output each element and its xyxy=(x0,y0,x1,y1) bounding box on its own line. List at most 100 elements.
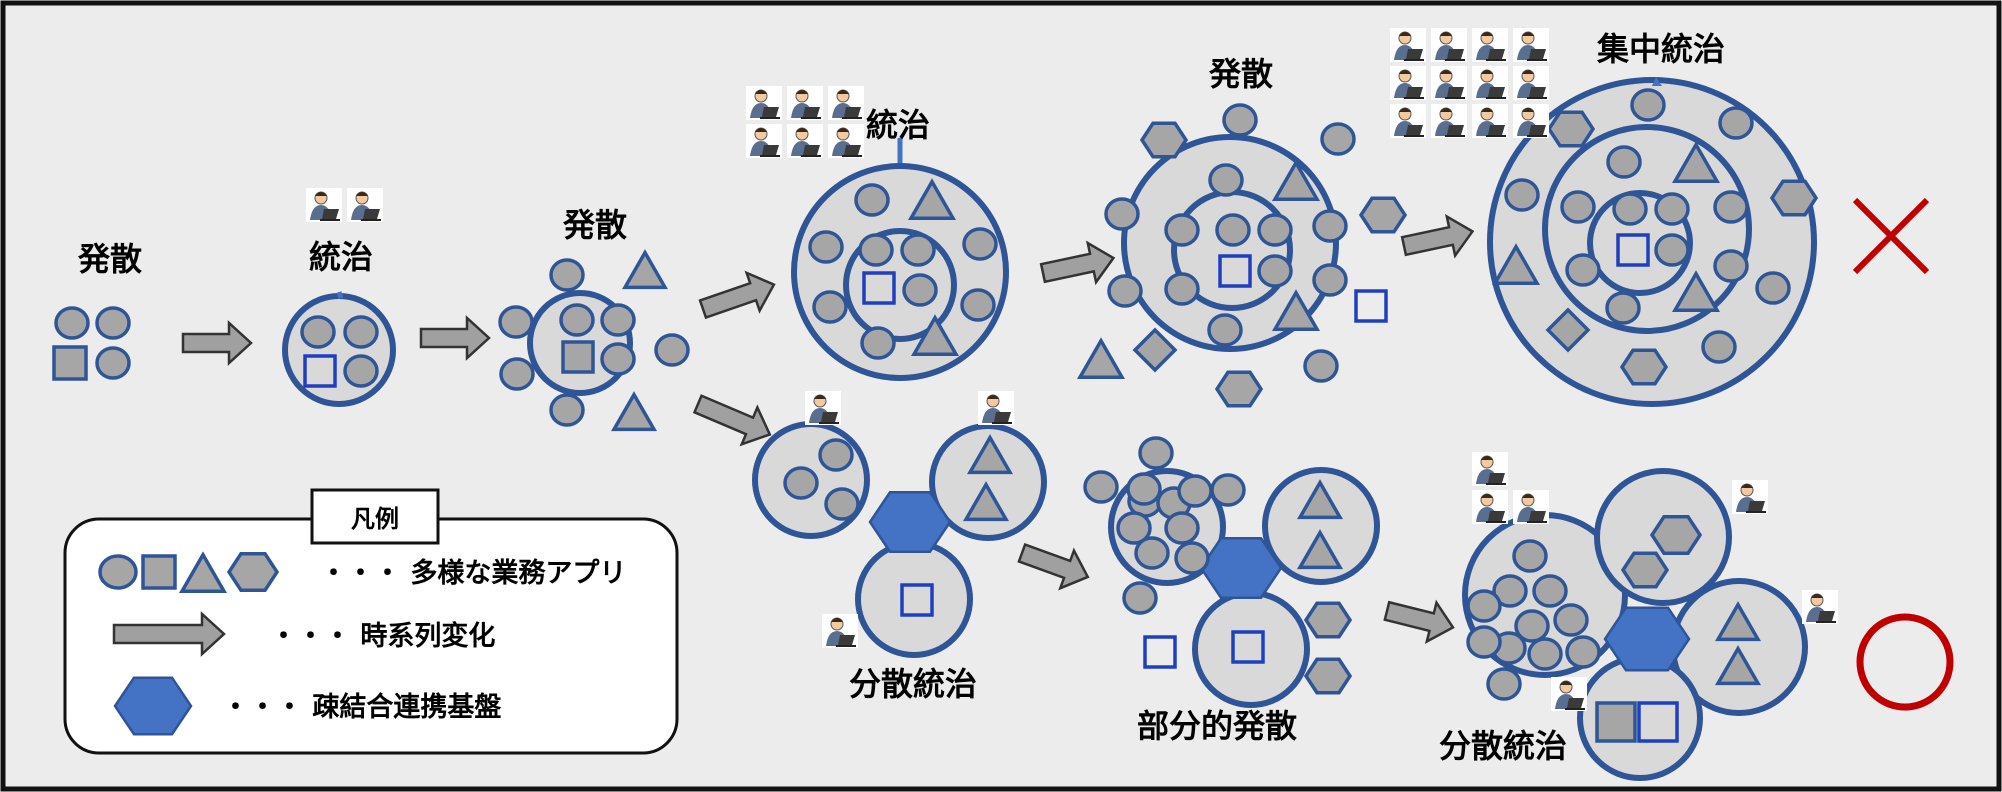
app-hexagon-icon xyxy=(1139,121,1189,159)
integration-platform-hexagon xyxy=(113,676,193,736)
app-square-icon xyxy=(1218,254,1252,288)
app-circle-icon xyxy=(824,487,860,521)
person-at-laptop-icon xyxy=(978,391,1014,425)
platforms-layer xyxy=(868,490,1691,672)
app-hexagon-icon xyxy=(1619,348,1669,386)
app-circle-icon xyxy=(1606,145,1642,179)
app-group-zone xyxy=(282,293,396,407)
app-circle-icon xyxy=(1320,122,1356,156)
stage-label-partial-divergence: 部分的発散 xyxy=(1137,707,1297,745)
app-circle-icon xyxy=(95,306,131,340)
app-circle-icon xyxy=(1303,349,1339,383)
app-group-zone xyxy=(1192,590,1310,708)
app-circle-icon xyxy=(559,303,595,337)
time-change-arrow xyxy=(1400,213,1475,259)
app-circle-icon xyxy=(1257,213,1293,247)
app-circle-icon xyxy=(1215,213,1251,247)
person-at-laptop-icon xyxy=(1431,66,1467,100)
app-square-icon xyxy=(1231,630,1265,664)
app-circle-icon xyxy=(1527,637,1563,671)
app-triangle-icon xyxy=(1271,289,1321,332)
app-circle-icon xyxy=(1312,209,1348,243)
app-circle-icon xyxy=(95,346,131,380)
time-change-arrow xyxy=(112,611,226,657)
person-at-laptop-icon xyxy=(1732,480,1768,514)
person-at-laptop-icon xyxy=(1472,490,1508,524)
app-circle-icon xyxy=(1126,472,1162,506)
app-square-icon xyxy=(900,583,934,617)
person-at-laptop-icon xyxy=(828,86,864,120)
app-circle-icon xyxy=(1755,271,1791,305)
app-hexagon-icon xyxy=(1214,370,1264,408)
time-change-arrow xyxy=(698,270,776,320)
person-at-laptop-icon xyxy=(1472,452,1508,486)
app-circle-icon xyxy=(1083,470,1119,504)
app-circle-icon xyxy=(499,357,535,391)
stage-label-central-governance: 集中統治 xyxy=(1596,30,1725,68)
time-change-arrow xyxy=(692,394,772,447)
connector-stub xyxy=(336,291,344,299)
app-triangle-icon xyxy=(1296,529,1344,570)
app-circle-icon xyxy=(1532,574,1568,608)
app-hexagon-icon xyxy=(226,551,280,593)
app-circle-icon xyxy=(1612,192,1648,226)
app-triangle-icon xyxy=(1671,141,1721,184)
app-circle-icon xyxy=(1164,272,1200,306)
person-at-laptop-icon xyxy=(1513,104,1549,138)
app-circle-icon xyxy=(1718,106,1754,140)
app-circle-icon xyxy=(1222,103,1258,137)
app-hexagon-icon xyxy=(1303,601,1353,639)
app-circle-icon xyxy=(1565,635,1601,669)
legend-change-text: ・・・ 時系列変化 xyxy=(270,620,495,652)
person-at-laptop-icon xyxy=(1431,104,1467,138)
person-at-laptop-icon xyxy=(1472,28,1508,62)
app-circle-icon xyxy=(962,227,998,261)
app-triangle-icon xyxy=(1296,479,1344,520)
time-change-arrow xyxy=(181,320,253,366)
person-at-laptop-icon xyxy=(1513,28,1549,62)
person-at-laptop-icon xyxy=(787,124,823,158)
app-square-icon xyxy=(1616,233,1650,267)
app-circle-icon xyxy=(1560,190,1596,224)
arrows-layer xyxy=(181,213,1475,644)
app-square-icon xyxy=(862,271,896,305)
person-at-laptop-icon xyxy=(1390,66,1426,100)
app-square-icon xyxy=(52,345,88,381)
app-group-zone xyxy=(1262,467,1380,585)
app-triangle-icon xyxy=(1271,159,1321,202)
app-circle-icon xyxy=(902,273,938,307)
integration-platform-hexagon xyxy=(1603,606,1691,672)
app-triangle-icon xyxy=(910,314,960,357)
app-circle-icon xyxy=(818,438,854,472)
app-hexagon-icon xyxy=(1303,657,1353,695)
app-circle-icon xyxy=(343,354,379,388)
app-circle-icon xyxy=(1514,609,1550,643)
app-circle-icon xyxy=(498,305,534,339)
person-at-laptop-icon xyxy=(1390,104,1426,138)
app-circle-icon xyxy=(1122,581,1158,615)
app-hexagon-icon xyxy=(1769,179,1819,217)
app-circle-icon xyxy=(1654,192,1690,226)
legend-icons xyxy=(98,551,280,736)
app-circle-icon xyxy=(808,230,844,264)
app-circle-icon xyxy=(1134,536,1170,570)
app-circle-icon xyxy=(1630,88,1666,122)
person-at-laptop-icon xyxy=(1802,590,1838,624)
stage-label-distributed-governance-1: 分散統治 xyxy=(849,665,977,703)
app-circle-icon xyxy=(1174,541,1210,575)
app-circle-icon xyxy=(900,233,936,267)
app-hexagon-icon xyxy=(1649,514,1703,556)
person-at-laptop-icon xyxy=(306,188,342,222)
legend-platform-text: ・・・ 疎結合連携基盤 xyxy=(222,691,502,723)
app-square-icon xyxy=(1637,701,1679,743)
person-at-laptop-icon xyxy=(805,391,841,425)
app-circle-icon xyxy=(1312,263,1348,297)
app-triangle-icon xyxy=(1076,337,1126,380)
legend-apps-text: ・・・ 多様な業務アプリ xyxy=(320,558,626,589)
app-circle-icon xyxy=(812,290,848,324)
app-hexagon-icon xyxy=(1546,110,1596,148)
app-circle-icon xyxy=(1466,589,1502,623)
person-at-laptop-icon xyxy=(1431,28,1467,62)
app-circle-icon xyxy=(1138,436,1174,470)
app-circle-icon xyxy=(54,306,90,340)
